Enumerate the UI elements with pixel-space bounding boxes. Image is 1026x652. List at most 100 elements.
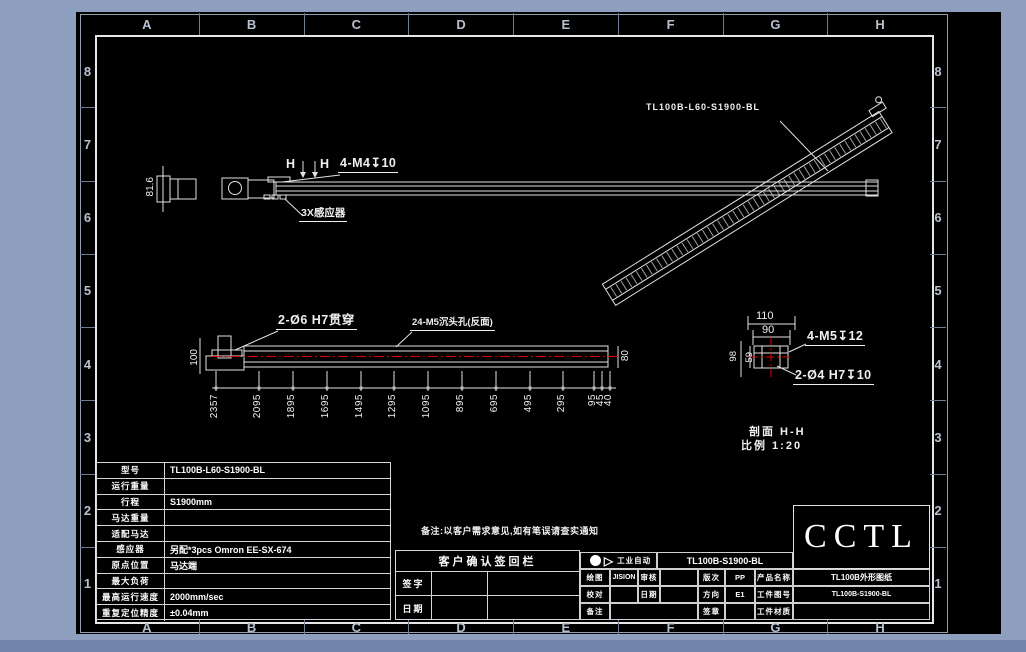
grid-number-left: 8	[83, 63, 92, 79]
spec-row-label: 重复定位精度	[97, 605, 165, 621]
grid-number-right: 1	[930, 546, 946, 620]
section-letter-left: H	[286, 157, 296, 171]
spec-row-value: 另配*3pcs Omron EE-SX-674	[165, 542, 390, 558]
chain-dim-label: 895	[455, 394, 466, 413]
grid-letter-bottom: A	[142, 619, 152, 635]
chain-dim-label: 1295	[387, 394, 398, 419]
date-wide-cell	[488, 596, 579, 620]
spec-table-row: 适配马达	[97, 526, 390, 542]
tb-label-3: 版次	[698, 569, 725, 586]
signature-label: 签字	[396, 572, 432, 596]
spec-row-value	[165, 526, 390, 542]
grid-letter-bottom: B	[198, 620, 304, 635]
chain-dim-label: 1895	[286, 394, 297, 419]
grid-letter-bottom: G	[722, 620, 828, 635]
sheet-inner-border	[95, 35, 934, 624]
spec-row-label: 最大负荷	[97, 573, 165, 590]
chain-dim-label: 2095	[252, 394, 263, 419]
spec-row-value	[165, 574, 390, 590]
grid-number-right: 4	[930, 327, 946, 400]
tb-value-2	[725, 603, 755, 620]
grid-number-left: 6	[80, 180, 95, 254]
spec-table-row: 原点位置马达端	[97, 557, 390, 574]
company-logo-icon	[589, 555, 601, 566]
tb-right-value: TL100B-S1900-BL	[793, 586, 930, 603]
chain-dim-label: 1695	[320, 394, 331, 419]
spec-row-label: 型号	[97, 463, 165, 479]
spec-table-row: 感应器另配*3pcs Omron EE-SX-674	[97, 541, 390, 558]
spec-row-label: 马达重量	[97, 510, 165, 527]
tap-callout-m4: 4-M4↧10	[338, 157, 399, 173]
tap-hole-callout: 24-M5沉头孔(反面)	[410, 318, 495, 331]
grid-letter-top: A	[142, 16, 152, 32]
spec-row-label: 行程	[97, 494, 165, 511]
company-logo-triangle-icon: ▷	[603, 553, 615, 568]
company-field-cell: ▷工业自动	[580, 552, 657, 569]
tb-label-2: 审核	[638, 569, 660, 586]
tb-value-1	[610, 603, 698, 620]
tb-value-2	[660, 569, 698, 586]
tb-right-value	[793, 603, 930, 620]
iso-model-label: TL100B-L60-S1900-BL	[646, 102, 761, 112]
grid-number-right: 7	[930, 107, 946, 180]
tb-right-label: 工件图号	[755, 586, 793, 603]
spec-table-row: 重复定位精度 ±0.04mm	[97, 605, 390, 621]
date-cell	[432, 596, 488, 620]
spec-table-row: 最大负荷	[97, 573, 390, 590]
spec-row-value: S1900mm	[165, 495, 390, 511]
grid-number-left: 1	[80, 546, 95, 620]
signature-cell	[432, 572, 488, 596]
tb-value-1	[610, 586, 638, 603]
tb-label-1: 备注	[580, 603, 610, 620]
grid-number-left: 5	[80, 253, 95, 327]
grid-letter-top: F	[617, 13, 723, 35]
spec-row-value: ±0.04mm	[170, 608, 209, 619]
chain-dim-label: 1495	[354, 394, 365, 419]
tap-callout-m5: 4-M5↧12	[805, 330, 866, 346]
plan-left-dim: 100	[189, 349, 200, 366]
tb-label-3: 方向	[698, 586, 725, 603]
plan-right-dim: 80	[620, 350, 631, 362]
section-caption: 剖面 H-H	[749, 426, 806, 438]
chain-dim-label: 495	[523, 394, 534, 413]
tb-value-3: E1	[725, 586, 755, 603]
tb-right-label: 产品名称	[755, 569, 793, 586]
section-letter-right: H	[320, 157, 330, 171]
title-model-cell: TL100B-S1900-BL	[657, 552, 793, 569]
chain-dim-label: 295	[556, 394, 567, 413]
grid-number-right: 3	[930, 400, 946, 473]
tb-label-2: 日期	[638, 586, 660, 603]
grid-letter-top: E	[513, 13, 618, 35]
tb-label-1: 校对	[580, 586, 610, 603]
brand-box: CCTL	[793, 505, 930, 569]
tb-right-value: TL100B外形图纸	[793, 569, 930, 586]
height-dim-81-6: 81.6	[145, 177, 156, 197]
grid-number-left: 4	[80, 327, 95, 400]
spec-row-label: 感应器	[97, 541, 165, 558]
tb-value-3: PP	[725, 569, 755, 586]
date-label: 日期	[396, 596, 432, 620]
grid-number-left: 3	[80, 400, 95, 473]
sheet-outer-border	[80, 14, 948, 633]
spec-row-value	[165, 479, 390, 495]
sensor-callout: 3X感应器	[299, 208, 348, 222]
spec-row-value	[165, 510, 390, 527]
note-text: 备注:以客户需求意见,如有笔误请查实通知	[421, 526, 599, 536]
section-width-dim: 110	[756, 310, 774, 322]
section-inner-height-dim: 59	[744, 352, 755, 363]
grid-letter-bottom: C	[303, 620, 409, 635]
spec-row-value: TL100B-L60-S1900-BL	[165, 463, 390, 479]
chain-dim-label: 1095	[421, 394, 432, 419]
tb-value-1: JISION	[610, 569, 638, 586]
grid-letter-bottom: D	[408, 620, 513, 635]
sign-row-signature: 签字	[396, 572, 579, 596]
grid-number-left: 2	[80, 473, 95, 547]
grid-letter-top: H	[827, 13, 932, 35]
